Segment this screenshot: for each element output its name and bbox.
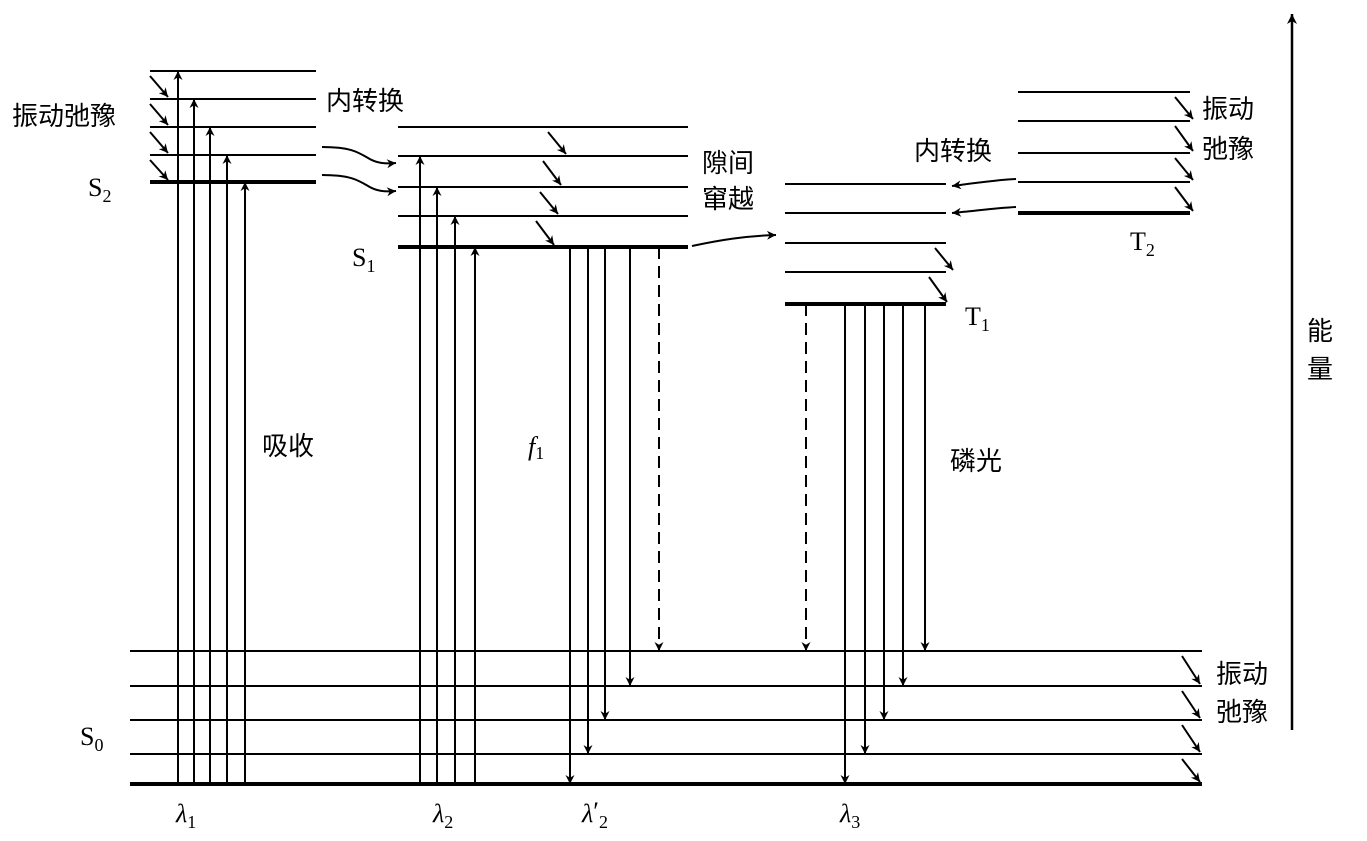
vibrational-relaxation-arrow-S2 xyxy=(149,131,169,154)
energy-levels xyxy=(130,70,1202,786)
wavelength-label-lambda1: λ1 xyxy=(175,799,196,832)
vibrational-relaxation-arrow-S2 xyxy=(149,75,169,98)
internal-conversion-label-1: 内转换 xyxy=(326,87,404,117)
vibrational-relaxation-arrow-S0 xyxy=(1181,724,1201,753)
vibrational-relaxation-arrow-S1 xyxy=(539,191,559,215)
internal-conversion-label-2: 内转换 xyxy=(914,137,992,167)
internal-conversion-arrow-T2-T1 xyxy=(951,206,1017,217)
state-label-T2: T2 xyxy=(1130,227,1155,260)
fluorescence-label: f1 xyxy=(528,432,544,463)
vibrational-relaxation-arrow-S1 xyxy=(535,220,555,246)
vibrational-relaxation-arrow-S2 xyxy=(149,159,169,181)
vibrational-relaxation-arrow-T1 xyxy=(934,247,954,271)
vibrational-relaxation-arrow-S1 xyxy=(542,160,562,186)
vibrational-relaxation-arrow-T2 xyxy=(1174,186,1194,212)
internal-conversion-arrow-S2-S1 xyxy=(321,146,397,169)
state-label-S1: S1 xyxy=(352,243,375,276)
vibrational-relaxation-arrow-S0 xyxy=(1181,655,1201,685)
absorption-label: 吸收 xyxy=(262,432,314,462)
vibrational-relaxation-arrow-T2 xyxy=(1174,157,1194,181)
vibrational-relaxation-arrow-T2 xyxy=(1174,125,1194,152)
intersystem-crossing-label-2: 窜越 xyxy=(702,185,754,215)
s0-vibrational-relaxation-label-1: 振动 xyxy=(1216,660,1268,690)
internal-conversion-arrow-S2-S1 xyxy=(321,174,397,197)
vibrational-relaxation-arrow-S1 xyxy=(547,131,567,155)
vibrational-relaxation-label: 振动弛豫 xyxy=(12,102,116,132)
intersystem-crossing-label-1: 隙间 xyxy=(702,149,754,179)
internal-conversion-arrow-T2-T1 xyxy=(951,178,1017,190)
vibrational-relaxation-arrow-T2 xyxy=(1174,96,1194,120)
vibrational-relaxation-arrow-S0 xyxy=(1181,690,1201,719)
wavelength-label-lambda2-prime: λ′2 xyxy=(581,797,608,832)
energy-axis-label-2: 量 xyxy=(1307,355,1333,385)
vibrational-relaxation-arrow-S0 xyxy=(1181,758,1201,783)
s0-vibrational-relaxation-label-2: 弛豫 xyxy=(1216,698,1268,728)
t2-vibrational-relaxation-label-1: 振动 xyxy=(1202,95,1254,125)
transition-arrows xyxy=(149,71,1201,784)
wavelength-label-lambda2: λ2 xyxy=(432,799,453,832)
vibrational-relaxation-arrow-S2 xyxy=(149,103,169,126)
state-label-S2: S2 xyxy=(88,173,111,206)
phosphorescence-label: 磷光 xyxy=(950,447,1002,477)
intersystem-crossing-arrow xyxy=(691,230,777,247)
energy-axis-label-1: 能 xyxy=(1307,317,1333,347)
state-label-S0: S0 xyxy=(80,722,103,755)
state-label-T1: T1 xyxy=(965,302,990,335)
t2-vibrational-relaxation-label-2: 弛豫 xyxy=(1202,135,1254,165)
vibrational-relaxation-arrow-T1 xyxy=(928,276,948,303)
wavelength-label-lambda3: λ3 xyxy=(839,799,860,832)
